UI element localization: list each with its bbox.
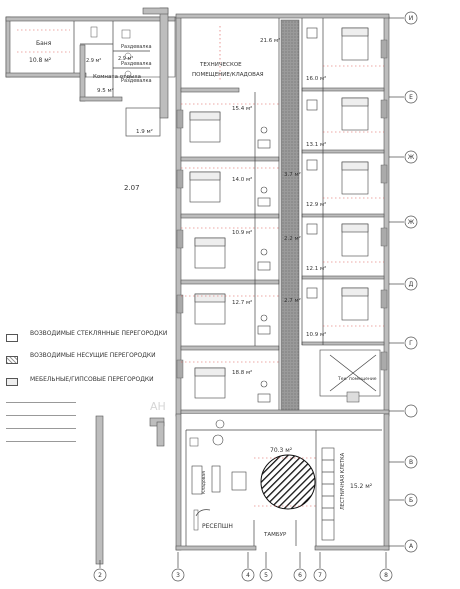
razd-1: Раздевалка xyxy=(121,44,152,50)
axis-bottom xyxy=(93,552,393,582)
svg-text:Б: Б xyxy=(409,497,413,504)
area-left-3: 10.9 м² xyxy=(232,229,252,236)
outer-wall-left xyxy=(95,415,104,565)
svg-text:2: 2 xyxy=(98,572,102,579)
bath-area: 10.8 м² xyxy=(29,57,52,64)
bath-label: Баня xyxy=(36,40,52,47)
area-right-1: 16.0 м² xyxy=(306,75,326,82)
stair-block xyxy=(319,349,381,403)
area-right-4: 12.1 м² xyxy=(306,265,326,272)
legend-swatch-load xyxy=(6,356,18,364)
razd-3: Раздевалка xyxy=(121,78,152,84)
annex-block xyxy=(5,7,176,137)
area-left-5: 18.8 м² xyxy=(232,369,252,376)
svg-text:Ж: Ж xyxy=(408,219,415,226)
legend-small-notes xyxy=(6,398,76,458)
area-left-1: 15.4 м² xyxy=(232,105,252,112)
tech-label: ТЕХНИЧЕСКОЕ xyxy=(199,62,242,68)
area-corr-3: 2.7 м² xyxy=(284,297,301,304)
legend-label-glass: ВОЗВОДИМЫЕ СТЕКЛЯННЫЕ ПЕРЕГОРОДКИ xyxy=(30,330,168,337)
lobby-block xyxy=(175,413,390,551)
axis-right-letters: И Е Ж Ж Д Г В Б А xyxy=(408,15,415,550)
area-corr-1: 3.7 м² xyxy=(284,171,301,178)
entry-label: ТАМБУР xyxy=(263,532,287,538)
svg-text:3: 3 xyxy=(176,572,180,579)
svg-text:8: 8 xyxy=(384,572,388,579)
razd-2: Раздевалка xyxy=(121,61,152,67)
area-corr-2: 2.2 м² xyxy=(284,235,301,242)
small-area-1: 2.9 м² xyxy=(86,58,101,64)
legend-swatch-furniture xyxy=(6,378,18,386)
lobby-area: 70.3 м² xyxy=(270,447,293,454)
svg-text:Д: Д xyxy=(409,281,414,288)
storage-bottom: Кладовая xyxy=(201,471,207,494)
legend-label-furniture: МЕБЕЛЬНЫЕ/ГИПСОВЫЕ ПЕРЕГОРОДКИ xyxy=(30,376,154,383)
svg-text:Е: Е xyxy=(409,94,413,101)
right-bottom-area: 15.2 м² xyxy=(350,483,373,490)
legend-swatch-glass xyxy=(6,334,18,342)
svg-text:Г: Г xyxy=(409,340,413,347)
round-feature xyxy=(260,454,316,510)
red-grid xyxy=(181,26,384,363)
area-right-2: 13.1 м² xyxy=(306,141,326,148)
section-id: 2.07 xyxy=(124,184,140,192)
area-left-4: 12.7 м² xyxy=(232,299,252,306)
axis-bottom-numbers: 2 3 4 5 6 7 8 xyxy=(98,572,388,579)
svg-text:6: 6 xyxy=(298,572,302,579)
svg-text:4: 4 xyxy=(246,572,250,579)
area-left-2: 14.0 м² xyxy=(232,176,252,183)
right-vertical-label: ЛЕСТНИЧНАЯ КЛЕТКА xyxy=(340,452,346,510)
area-right-3: 12.9 м² xyxy=(306,201,326,208)
area-right-5: 10.9 м² xyxy=(306,331,326,338)
tech-area: 21.6 м² xyxy=(260,37,280,44)
svg-text:Ж: Ж xyxy=(408,154,415,161)
left-rooms xyxy=(189,111,271,403)
corridor-strip xyxy=(280,19,300,411)
legend-label-load: ВОЗВОДИМЫЕ НЕСУЩИЕ ПЕРЕГОРОДКИ xyxy=(30,352,156,359)
right-rooms xyxy=(306,27,369,321)
technical-right: Тех. помещение xyxy=(337,376,377,382)
axis-right xyxy=(389,11,418,553)
small-area-2: 2.9 м² xyxy=(118,56,133,62)
watermark: АН xyxy=(150,400,166,413)
svg-text:И: И xyxy=(409,15,414,22)
rest-area: 9.5 м² xyxy=(97,87,114,94)
svg-text:А: А xyxy=(409,543,414,550)
svg-text:5: 5 xyxy=(264,572,268,579)
locker-area: 1.9 м² xyxy=(136,128,153,135)
reception-label: РЕСЕПШН xyxy=(202,523,233,530)
tech-label-2: ПОМЕЩЕНИЕ/КЛАДОВАЯ xyxy=(192,72,264,78)
svg-text:7: 7 xyxy=(318,572,322,579)
rest-label: Комната отдыха xyxy=(93,74,141,80)
svg-text:В: В xyxy=(409,459,413,466)
